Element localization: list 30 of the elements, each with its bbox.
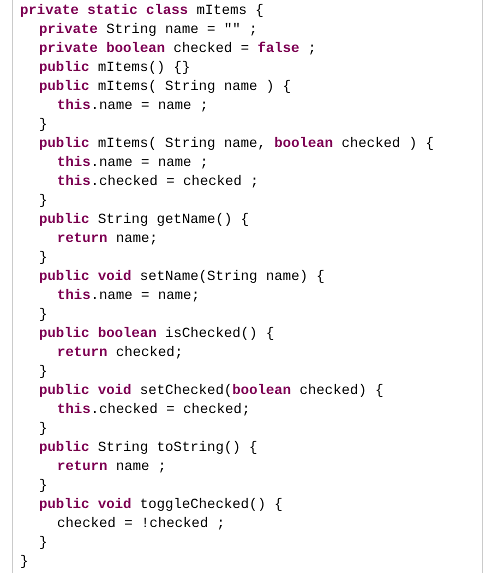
- code-line: }: [39, 116, 48, 134]
- code-line: }: [39, 476, 48, 494]
- code-line: checked = !checked ;: [57, 514, 226, 532]
- code-line: this.name = name;: [57, 286, 200, 304]
- code-line: }: [39, 192, 48, 210]
- code-line: public void setChecked(boolean checked) {: [39, 382, 384, 400]
- code-line: this.name = name ;: [57, 154, 208, 172]
- code-line: public mItems() {}: [39, 58, 190, 76]
- code-line: public mItems( String name ) {: [39, 78, 292, 96]
- code-line: public String getName() {: [39, 210, 250, 228]
- code-line: public mItems( String name, boolean checked ) {: [39, 134, 434, 152]
- code-line: private boolean checked = false ;: [39, 40, 316, 58]
- code-line: }: [20, 552, 28, 570]
- code-line: return name ;: [57, 458, 166, 476]
- code-line: public String toString() {: [39, 438, 258, 456]
- code-line: private String name = "" ;: [39, 20, 258, 38]
- code-line: }: [39, 420, 48, 438]
- code-line: public boolean isChecked() {: [39, 324, 274, 342]
- code-line: return name;: [57, 230, 158, 248]
- code-line: public void toggleChecked() {: [39, 496, 283, 514]
- code-line: }: [39, 534, 48, 552]
- code-line: }: [39, 306, 48, 324]
- code-line: }: [39, 362, 48, 380]
- code-line: private static class mItems {: [20, 2, 264, 20]
- code-line: public void setName(String name) {: [39, 268, 325, 286]
- code-line: }: [39, 248, 48, 266]
- code-line: this.checked = checked ;: [57, 172, 259, 190]
- code-line: return checked;: [57, 344, 184, 362]
- code-line: this.name = name ;: [57, 96, 208, 114]
- code-line: this.checked = checked;: [57, 400, 250, 418]
